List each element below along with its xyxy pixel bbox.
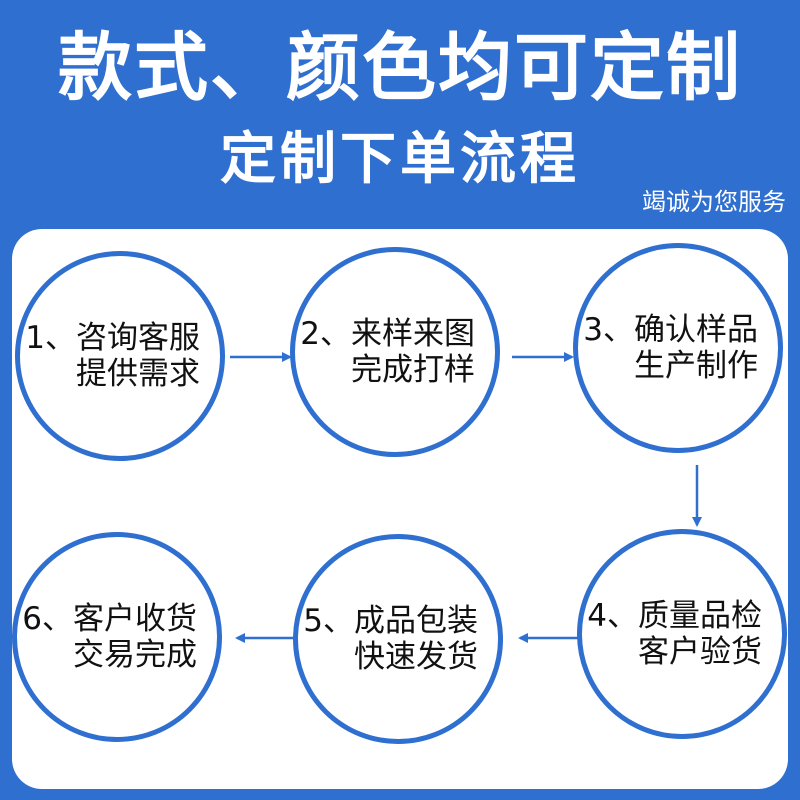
header: 款式、颜色均可定制 定制下单流程 竭诚为您服务	[0, 0, 800, 230]
step-5-desc: 快速发货	[354, 639, 478, 675]
step-6-circle: 6、客户收货 交易完成	[12, 532, 222, 742]
step-5-circle: 5、成品包装 快速发货	[293, 534, 503, 744]
step-1-desc: 提供需求	[76, 356, 200, 392]
step-6-title: 6、客户收货	[22, 601, 197, 637]
step-3-circle: 3、确认样品 生产制作	[573, 243, 783, 453]
step-3-title: 3、确认样品	[583, 312, 758, 348]
step-4-circle: 4、质量品检 客户验货	[577, 529, 787, 739]
step-6-desc: 交易完成	[73, 637, 197, 673]
step-2-title: 2、来样来图	[300, 316, 475, 352]
step-2-desc: 完成打样	[351, 352, 475, 388]
step-4-desc: 客户验货	[638, 634, 762, 670]
step-1-circle: 1、咨询客服 提供需求	[15, 251, 225, 461]
page-title: 款式、颜色均可定制	[58, 25, 742, 111]
step-3-desc: 生产制作	[634, 348, 758, 384]
step-1-title: 1、咨询客服	[25, 320, 200, 356]
step-2-circle: 2、来样来图 完成打样	[290, 247, 500, 457]
step-5-title: 5、成品包装	[303, 603, 478, 639]
page-subtitle: 定制下单流程	[220, 127, 580, 192]
service-slogan: 竭诚为您服务	[642, 188, 786, 216]
step-4-title: 4、质量品检	[587, 598, 762, 634]
